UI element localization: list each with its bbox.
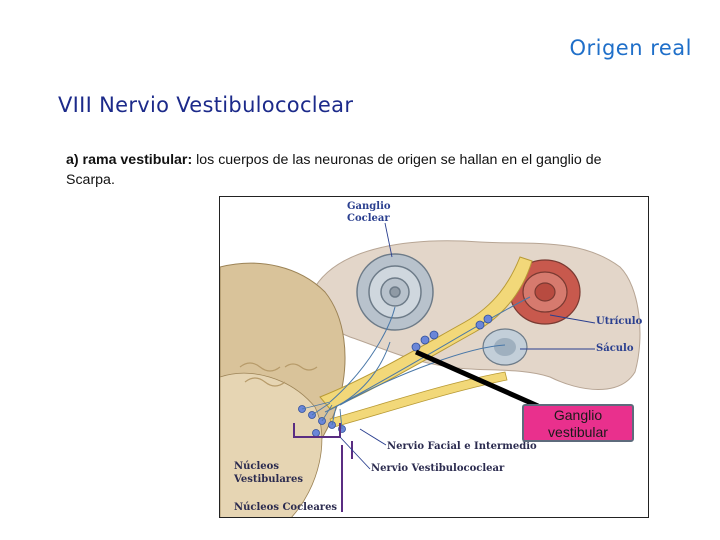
anatomy-illustration: Ganglio Coclear Utrículo Sáculo Nervio F… xyxy=(219,196,649,518)
label-nucleos-vestibulares-2: Vestibulares xyxy=(234,474,304,485)
slide-title: VIII Nervio Vestibulococlear xyxy=(58,93,354,117)
label-nervio-facial: Nervio Facial e Intermedio xyxy=(387,441,537,452)
callout-line-1: Ganglio xyxy=(553,407,603,423)
nucleus-fibers xyxy=(301,401,343,430)
brainstem-folds xyxy=(239,362,318,387)
label-nucleos-vestibulares-1: Núcleos xyxy=(234,461,279,472)
label-nervio-vestibulococlear: Nervio Vestibulococlear xyxy=(371,463,505,474)
ganglion-cells xyxy=(411,314,493,352)
body-bold-lead: a) rama vestibular: xyxy=(66,152,193,168)
callout-ganglio-vestibular: Ganglio vestibular xyxy=(522,404,634,442)
corner-title: Origen real xyxy=(569,36,692,60)
label-ganglio-coclear-2: Coclear xyxy=(347,213,390,224)
label-nucleos-cocleares: Núcleos Cocleares xyxy=(234,502,338,513)
utricle xyxy=(509,259,581,325)
label-saculo: Sáculo xyxy=(596,343,634,354)
body-paragraph: a) rama vestibular: los cuerpos de las n… xyxy=(66,150,626,190)
cochlea xyxy=(356,253,434,331)
body-text: los cuerpos de las neuronas de origen se… xyxy=(66,152,602,188)
leader-lines xyxy=(339,222,596,470)
label-utriculo: Utrículo xyxy=(596,316,643,327)
label-ganglio-coclear-1: Ganglio xyxy=(347,201,391,212)
brainstem-lower xyxy=(220,372,323,517)
callout-line-2: vestibular xyxy=(548,424,608,440)
